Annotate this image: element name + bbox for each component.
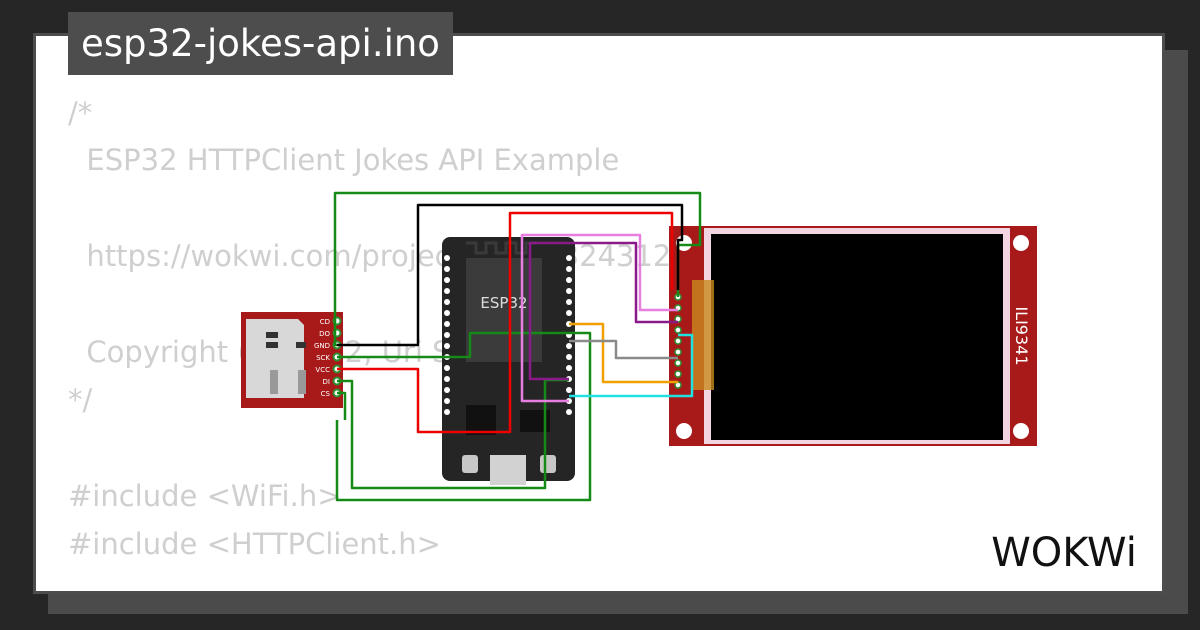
wire-green-cs [337,391,347,420]
ili9341-display[interactable]: ILI9341 [669,226,1037,446]
sd-pin-label: VCC [315,366,330,374]
code-line: */ [68,383,93,417]
wire-green-sck [335,331,592,502]
wire-pink [520,233,678,403]
wire-black [337,203,684,347]
esp32-board[interactable]: ESP32 [442,237,575,485]
logo-text: WOKWi [991,530,1137,576]
sd-pin-label: CD [320,318,330,326]
sd-pin-label: CS [321,390,331,398]
wire-cyan [569,333,694,398]
code-line: #include <HTTPClient.h> [68,527,441,561]
esp32-label: ESP32 [480,294,527,312]
wire-gray [569,339,678,360]
sd-pin-label: GND [314,342,330,350]
wire-orange [569,322,678,384]
sd-card-module[interactable]: CD DO GND SCK VCC DI CS [241,312,343,408]
project-filename: esp32-jokes-api.ino [68,12,453,75]
code-line: #include <WiFi.h> [68,479,342,513]
sd-pin-label: DI [323,378,330,386]
sd-pin-label: DO [319,330,330,338]
wire-purple [528,241,678,381]
code-line: ESP32 HTTPClient Jokes API Example [68,143,620,177]
sd-pin-label: SCK [316,354,330,362]
display-label: ILI9341 [1012,306,1031,365]
wokwi-logo: WOKWi [991,530,1137,576]
wire-red-vcc [337,211,674,434]
wires [333,191,702,502]
code-line: /* [68,96,93,130]
